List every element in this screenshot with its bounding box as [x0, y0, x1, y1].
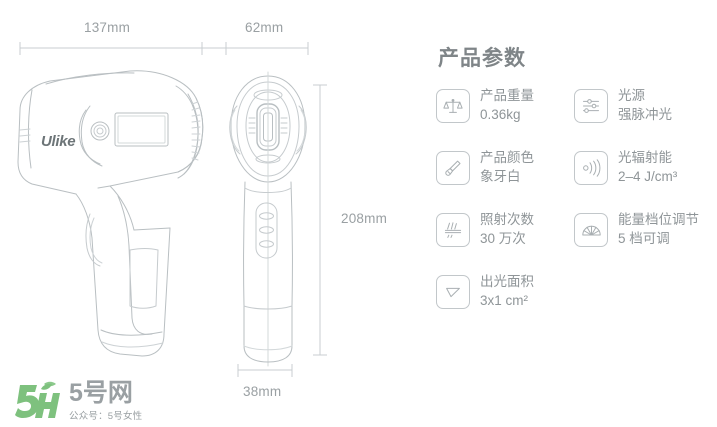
top-dimension-line	[19, 42, 309, 55]
spec-text: 能量档位调节 5 档可调	[618, 210, 699, 248]
balance-scale-icon	[436, 89, 470, 123]
bottom-dimension-line	[237, 364, 293, 377]
spec-item-energy-levels: 能量档位调节 5 档可调	[574, 210, 712, 272]
paint-brush-icon	[436, 151, 470, 185]
spec-item-light-window-area: 出光面积 3x1 cm²	[436, 272, 574, 334]
spec-row: 产品颜色 象牙白 光辐射能 2–4 J/cm³	[436, 148, 717, 210]
spec-label: 光辐射能	[618, 150, 672, 165]
dimension-label-width-front: 62mm	[245, 20, 284, 35]
spec-value: 30 万次	[480, 231, 526, 247]
spec-item-flash-count: 照射次数 30 万次	[436, 210, 574, 272]
device-front-view-illustration	[229, 71, 307, 367]
device-side-view-illustration	[17, 70, 204, 357]
spec-label: 出光面积	[480, 274, 534, 289]
spec-row: 照射次数 30 万次 能量档位调节 5	[436, 210, 717, 272]
spec-text: 光源 强脉冲光	[618, 86, 672, 124]
spec-text: 出光面积 3x1 cm²	[480, 272, 534, 310]
spec-value: 强脉冲光	[618, 107, 672, 123]
spec-item-color: 产品颜色 象牙白	[436, 148, 574, 210]
spec-text: 照射次数 30 万次	[480, 210, 534, 248]
page-title: 产品参数	[438, 47, 526, 70]
spec-item-light-source: 光源 强脉冲光	[574, 86, 712, 148]
site-watermark: 5号网 公众号：5号女性	[14, 380, 142, 422]
spec-value: 3x1 cm²	[480, 293, 529, 309]
dimension-label-height: 208mm	[341, 211, 388, 226]
light-rays-icon	[436, 213, 470, 247]
spec-row: 出光面积 3x1 cm²	[436, 272, 717, 334]
spec-value: 2–4 J/cm³	[618, 169, 678, 185]
spec-label: 产品颜色	[480, 150, 534, 165]
spec-label: 产品重量	[480, 88, 534, 103]
watermark-logo-icon	[15, 381, 60, 419]
spec-text: 产品颜色 象牙白	[480, 148, 534, 186]
spec-label: 光源	[618, 88, 645, 103]
signal-waves-icon	[574, 151, 608, 185]
light-window-icon	[436, 275, 470, 309]
spec-item-radiant-energy: 光辐射能 2–4 J/cm³	[574, 148, 712, 210]
spec-grid: 产品重量 0.36kg 光源 强脉冲光	[436, 86, 717, 334]
spec-text: 产品重量 0.36kg	[480, 86, 534, 124]
fan-gauge-icon	[574, 213, 608, 247]
spec-row: 产品重量 0.36kg 光源 强脉冲光	[436, 86, 717, 148]
dimension-label-width-body: 137mm	[84, 20, 131, 35]
spec-value: 象牙白	[480, 169, 521, 185]
spec-value: 0.36kg	[480, 107, 521, 123]
dimension-label-depth: 38mm	[243, 384, 282, 399]
watermark-title: 5号网	[69, 379, 133, 407]
product-spec-panel: 产品参数 产品重量 0.36kg	[436, 0, 717, 427]
watermark-text-block: 5号网 公众号：5号女性	[69, 379, 143, 423]
spec-label: 照射次数	[480, 212, 534, 227]
spec-text: 光辐射能 2–4 J/cm³	[618, 148, 677, 186]
watermark-subtitle: 公众号：5号女性	[69, 411, 143, 423]
technical-drawing-panel: 137mm 62mm 208mm 38mm	[17, 20, 388, 399]
right-dimension-line	[313, 84, 327, 356]
spec-item-weight: 产品重量 0.36kg	[436, 86, 574, 148]
sliders-icon	[574, 89, 608, 123]
spec-value: 5 档可调	[618, 231, 670, 247]
spec-label: 能量档位调节	[618, 212, 699, 227]
product-brand-label: Ulike	[41, 133, 76, 150]
